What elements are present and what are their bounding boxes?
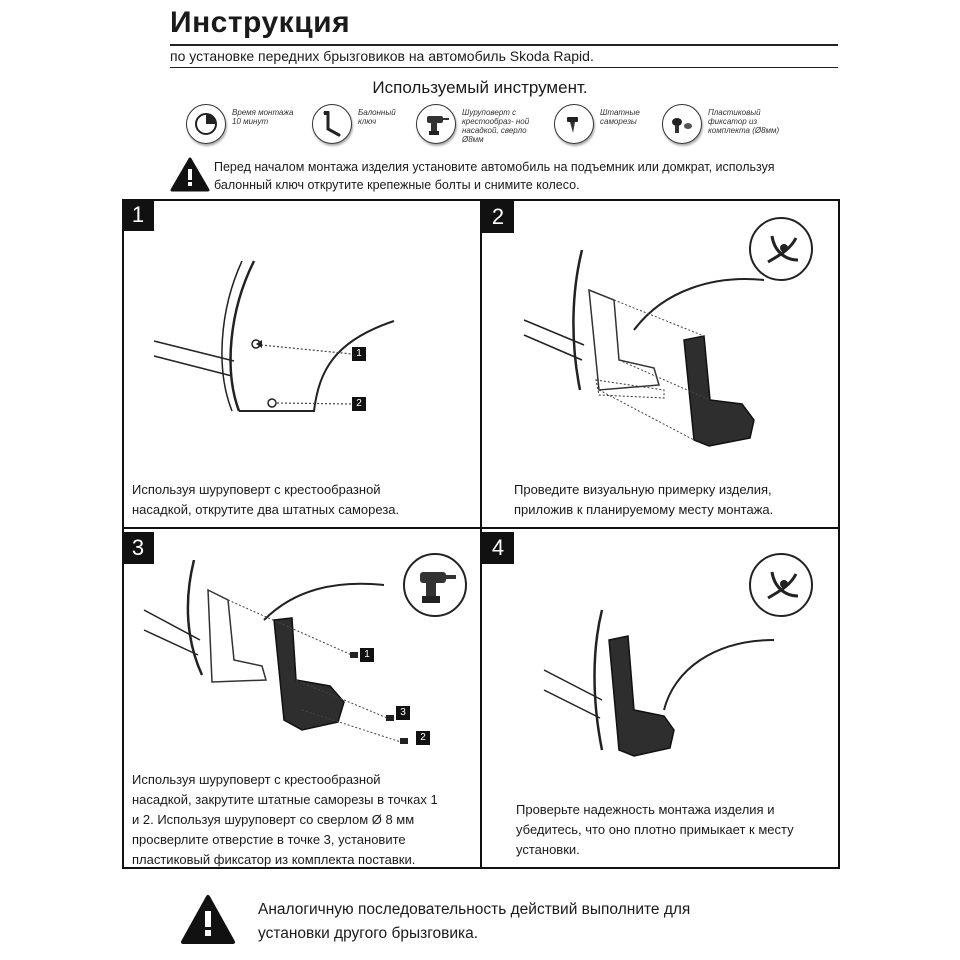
eye-icon bbox=[748, 552, 814, 623]
clock-icon bbox=[186, 104, 226, 144]
tool-caption: Шуруповерт с крестообраз- ной насадкой, … bbox=[462, 108, 530, 144]
callout-marker: 2 bbox=[416, 731, 430, 745]
tool-screws: Штатные саморезы bbox=[554, 104, 654, 148]
step-line: Используя шуруповерт с крестообразной bbox=[132, 772, 381, 787]
step-number: 4 bbox=[482, 532, 514, 564]
step2-illustration bbox=[523, 249, 765, 447]
step-number: 1 bbox=[122, 199, 154, 231]
warning-line: балонный ключ открутите крепежные болты … bbox=[214, 178, 580, 192]
step4-illustration bbox=[543, 609, 775, 757]
plastic-clip-icon bbox=[662, 104, 702, 144]
step-line: убедитесь, что оно плотно примыкает к ме… bbox=[516, 822, 794, 837]
subtitle-divider bbox=[170, 67, 838, 68]
step-text: Используя шуруповерт с крестообразной на… bbox=[132, 480, 399, 520]
eye-icon bbox=[748, 216, 814, 287]
warning-line: Перед началом монтажа изделия установите… bbox=[214, 160, 775, 174]
step-line: и 2. Используя шуруповерт со сверлом Ø 8… bbox=[132, 812, 415, 827]
step-line: установки. bbox=[516, 842, 580, 857]
warning-icon bbox=[170, 157, 210, 198]
warning-text-top: Перед началом монтажа изделия установите… bbox=[214, 158, 774, 194]
callout-marker: 1 bbox=[360, 648, 374, 662]
drill-icon bbox=[416, 104, 456, 144]
step-line: просверлите отверстие в точке 3, установ… bbox=[132, 832, 406, 847]
grid-divider bbox=[122, 527, 840, 529]
tool-caption: Штатные саморезы bbox=[600, 108, 640, 126]
callout-marker: 3 bbox=[396, 706, 410, 720]
tool-time: Время монтажа 10 минут bbox=[186, 104, 306, 148]
page-subtitle: по установке передних брызговиков на авт… bbox=[170, 48, 594, 64]
tool-drill: Шуруповерт с крестообраз- ной насадкой, … bbox=[416, 104, 546, 148]
warning-text-bottom: Аналогичную последовательность действий … bbox=[258, 898, 690, 946]
tool-wrench: Балонный ключ bbox=[312, 104, 412, 148]
wheel-wrench-icon bbox=[312, 104, 352, 144]
step-line: Проверьте надежность монтажа изделия и bbox=[516, 802, 775, 817]
callout-marker: 1 bbox=[352, 347, 366, 361]
step-number: 2 bbox=[482, 201, 514, 233]
step-line: пластиковый фиксатор из комплекта постав… bbox=[132, 852, 416, 867]
step-line: приложив к планируемому месту монтажа. bbox=[514, 502, 774, 517]
screw-icon bbox=[554, 104, 594, 144]
warning-icon bbox=[180, 894, 236, 951]
tool-caption: Время монтажа 10 минут bbox=[232, 108, 294, 126]
tool-caption: Пластиковый фиксатор из комплекта (Ø8мм) bbox=[708, 108, 780, 135]
step-text: Используя шуруповерт с крестообразной на… bbox=[132, 770, 438, 870]
step3-illustration bbox=[143, 560, 408, 744]
step-text: Проведите визуальную примерку изделия, п… bbox=[514, 480, 773, 520]
grid-divider bbox=[480, 199, 482, 869]
step-line: насадкой, закрутите штатные саморезы в т… bbox=[132, 792, 438, 807]
drill-icon bbox=[402, 552, 468, 623]
warning-line: установки другого брызговика. bbox=[258, 925, 479, 942]
step-line: Используя шуруповерт с крестообразной bbox=[132, 482, 381, 497]
step-line: насадкой, открутите два штатных самореза… bbox=[132, 502, 400, 517]
tools-heading: Используемый инструмент. bbox=[372, 78, 588, 97]
step-line: Проведите визуальную примерку изделия, bbox=[514, 482, 772, 497]
callout-marker: 2 bbox=[352, 397, 366, 411]
step-text: Проверьте надежность монтажа изделия и у… bbox=[516, 800, 794, 860]
page-title: Инструкция bbox=[170, 6, 351, 39]
title-divider bbox=[170, 44, 838, 46]
step1-illustration bbox=[153, 260, 395, 412]
tool-caption: Балонный ключ bbox=[358, 108, 396, 126]
warning-line: Аналогичную последовательность действий … bbox=[258, 901, 691, 918]
step-number: 3 bbox=[122, 532, 154, 564]
tool-clip: Пластиковый фиксатор из комплекта (Ø8мм) bbox=[662, 104, 792, 148]
